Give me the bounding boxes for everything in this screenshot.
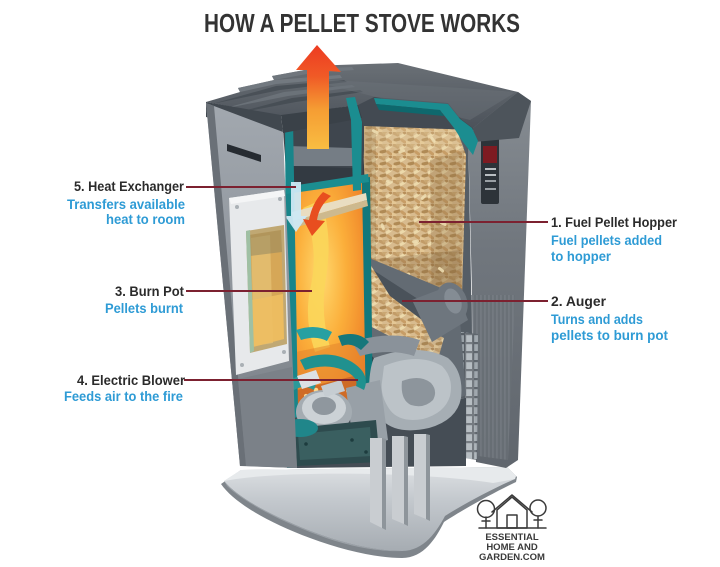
svg-text:2. Auger: 2. Auger (551, 294, 607, 309)
svg-text:3. Burn Pot: 3. Burn Pot (115, 284, 184, 299)
svg-text:1. Fuel Pellet Hopper: 1. Fuel Pellet Hopper (551, 215, 678, 230)
svg-text:ESSENTIAL: ESSENTIAL (485, 532, 539, 543)
svg-text:heat to room: heat to room (106, 212, 185, 227)
svg-text:Feeds air to the fire: Feeds air to the fire (64, 389, 183, 404)
svg-text:Fuel pellets added: Fuel pellets added (551, 233, 662, 248)
svg-text:to hopper: to hopper (551, 249, 612, 264)
svg-text:HOME AND: HOME AND (486, 542, 538, 553)
svg-text:GARDEN.COM: GARDEN.COM (479, 552, 545, 563)
svg-text:HOW A PELLET STOVE WORKS: HOW A PELLET STOVE WORKS (204, 8, 520, 38)
svg-text:5. Heat Exchanger: 5. Heat Exchanger (74, 179, 185, 194)
svg-text:Turns and adds: Turns and adds (551, 312, 643, 327)
svg-text:Pellets burnt: Pellets burnt (105, 301, 183, 316)
svg-text:pellets to burn pot: pellets to burn pot (551, 328, 668, 343)
svg-text:Transfers available: Transfers available (67, 197, 185, 212)
svg-text:4. Electric Blower: 4. Electric Blower (77, 373, 186, 388)
